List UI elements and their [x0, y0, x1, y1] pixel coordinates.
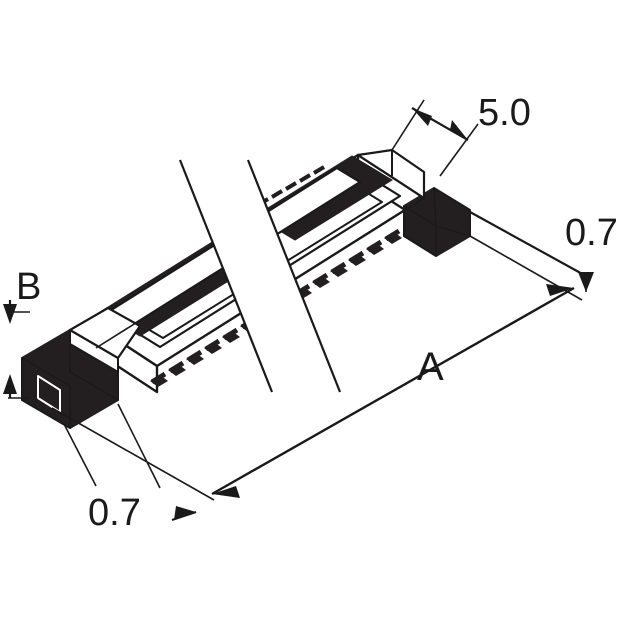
dimension-B — [3, 300, 30, 399]
right-end-boss — [403, 187, 471, 257]
left-end-boss — [21, 329, 119, 429]
dimension-label-a: A — [417, 345, 444, 389]
dimension-label-5-0: 5.0 — [478, 92, 531, 134]
dimension-label-0-7-right: 0.7 — [565, 212, 618, 254]
dimension-label-0-7-left: 0.7 — [88, 492, 141, 534]
dimension-5-0 — [391, 99, 479, 177]
dimension-0-7-left — [63, 403, 197, 522]
left-housing-step — [68, 306, 142, 360]
dimension-0-7-right — [469, 211, 594, 292]
dimension-label-b: B — [16, 266, 42, 308]
dimension-A — [51, 235, 583, 501]
break-band — [178, 159, 342, 393]
